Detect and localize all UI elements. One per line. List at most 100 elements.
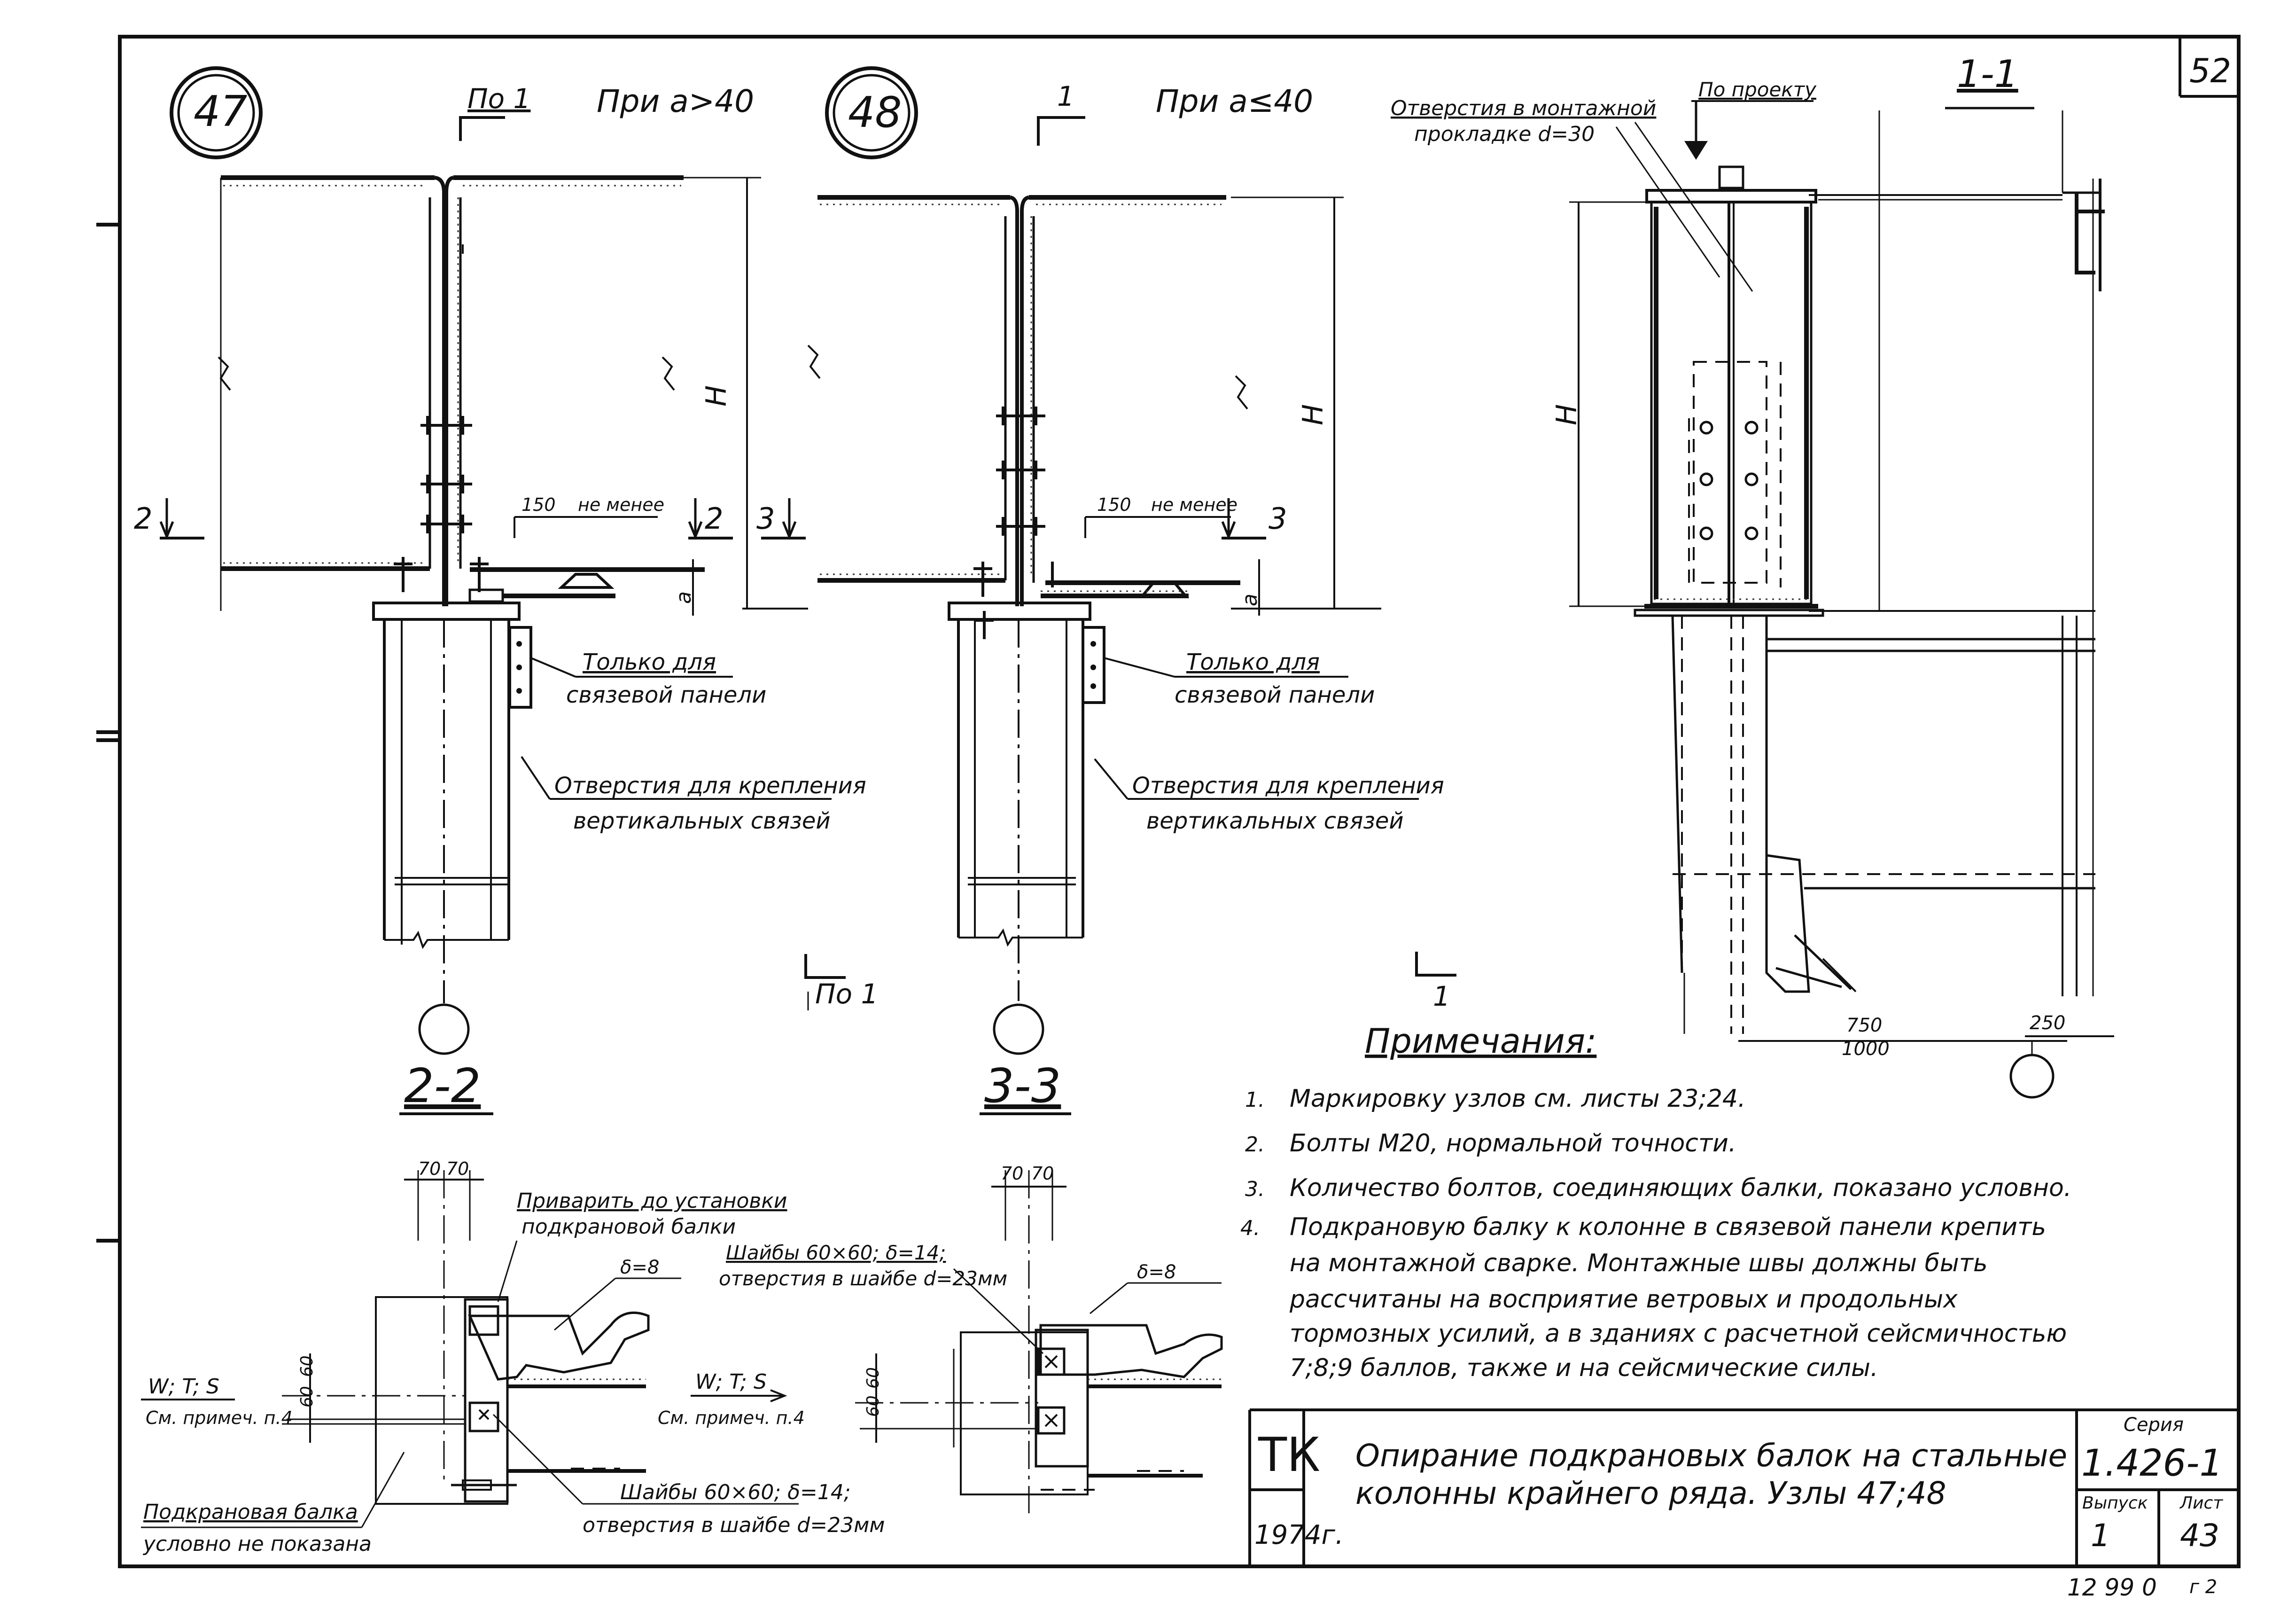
title-block-sheet-value: 43 bbox=[2180, 1517, 2219, 1554]
section-3-3-drawing: 3-3 70 70 Шайбы 60×60; δ=14; отверстия в… bbox=[719, 1058, 1223, 1513]
node-48-cut-label: 1 bbox=[1057, 80, 1074, 112]
section-2-2-drawing: 2-2 70 70 Приварить до установки подкран… bbox=[141, 1058, 885, 1556]
notes-block: Примечания: 1. Маркировку узлов см. лист… bbox=[1240, 1021, 2071, 1382]
note-3-text: Количество болтов, соединяющих балки, по… bbox=[1290, 1174, 2071, 1202]
node-48-dim-not-less: не менее bbox=[1151, 494, 1238, 515]
title-block-issue-label: Выпуск bbox=[2082, 1494, 2148, 1513]
note-4-line-2: на монтажной сварке. Монтажные швы должн… bbox=[1290, 1249, 1988, 1277]
node-48-note-connection-1: Только для bbox=[1186, 649, 1320, 675]
section-3-3-title: 3-3 bbox=[984, 1058, 1061, 1113]
node-48-condition: При a≤40 bbox=[1156, 83, 1313, 119]
node-47-drawing: 47 По 1 При a>40 bbox=[134, 66, 878, 1055]
notes-heading: Примечания: bbox=[1365, 1021, 1596, 1061]
note-2-text: Болты М20, нормальной точности. bbox=[1290, 1129, 1736, 1157]
section-3-3-dim-70b: 70 bbox=[1031, 1163, 1054, 1184]
node-48-dim-150: 150 bbox=[1097, 494, 1131, 515]
node-48-note-connection-2: связевой панели bbox=[1175, 682, 1375, 708]
section-2-2-see-note-right: См. примеч. п.4 bbox=[658, 1408, 805, 1428]
note-4-line-3: рассчитаны на восприятие ветровых и прод… bbox=[1289, 1285, 1958, 1314]
section-3-3-dim-60b: 60 bbox=[864, 1395, 883, 1417]
sheet-frame bbox=[96, 35, 2241, 1568]
section-2-2-loads-left: W; T; S bbox=[148, 1375, 219, 1399]
node-48-section-mark-right: 3 bbox=[1269, 501, 1287, 536]
section-1-1-dim-h: H bbox=[1550, 404, 1583, 425]
node-48-axis-circle bbox=[993, 1003, 1044, 1055]
note-1-text: Маркировку узлов см. листы 23;24. bbox=[1290, 1085, 1746, 1113]
footer-code: 12 99 0 bbox=[2067, 1574, 2157, 1601]
title-block-title-2: колонны крайнего ряда. Узлы 47;48 bbox=[1355, 1475, 1946, 1511]
node-47-note-connection-1: Только для bbox=[583, 649, 716, 675]
section-3-3-washers-2: отверстия в шайбе d=23мм bbox=[719, 1267, 1007, 1290]
footer-code-suffix: г 2 bbox=[2189, 1576, 2217, 1598]
section-2-2-delta: δ=8 bbox=[620, 1257, 659, 1278]
title-block-title-1: Опирание подкрановых балок на стальные bbox=[1355, 1438, 2067, 1474]
note-4-line-4: тормозных усилий, а в зданиях с расчетно… bbox=[1290, 1320, 2067, 1348]
node-47-note-connection-2: связевой панели bbox=[566, 682, 766, 708]
section-2-2-dim-70a: 70 bbox=[418, 1158, 441, 1179]
section-3-3-dim-70a: 70 bbox=[1001, 1163, 1023, 1184]
node-47-dim-150: 150 bbox=[521, 494, 556, 515]
node-48-dim-h: H bbox=[1297, 404, 1330, 425]
title-block-year: 1974г. bbox=[1254, 1520, 1344, 1550]
note-4-line-5: 7;8;9 баллов, также и на сейсмические си… bbox=[1290, 1354, 1878, 1382]
node-47-circle bbox=[170, 66, 263, 159]
node-47-condition: При a>40 bbox=[597, 83, 754, 119]
section-1-1-holes-note-2: прокладке d=30 bbox=[1414, 122, 1595, 146]
title-block-sheet-label: Лист bbox=[2179, 1494, 2223, 1513]
section-1-1-title: 1-1 bbox=[1957, 52, 2018, 96]
section-1-1-dim-1000: 1000 bbox=[1842, 1038, 1890, 1060]
node-47-axis-circle bbox=[418, 1003, 470, 1055]
section-2-2-weld-note-2: подкрановой балки bbox=[521, 1215, 736, 1239]
node-47-bolts bbox=[394, 416, 489, 592]
title-block-code: ТК bbox=[1258, 1427, 1320, 1482]
section-3-3-washers-1: Шайбы 60×60; δ=14; bbox=[726, 1241, 946, 1264]
section-2-2-crane-beam-1: Подкрановая балка bbox=[143, 1500, 358, 1524]
section-2-2-dim-60b: 60 bbox=[297, 1386, 317, 1408]
node-47-dim-h: H bbox=[700, 385, 733, 407]
node-47-note-holes-2: вертикальных связей bbox=[573, 808, 831, 834]
section-2-2-dim-60a: 60 bbox=[297, 1355, 317, 1377]
section-1-1-dim-250: 250 bbox=[2030, 1012, 2065, 1034]
section-1-1-axis-circle bbox=[2009, 1054, 2055, 1099]
node-47-dim-not-less: не менее bbox=[578, 494, 664, 515]
note-1-number: 1. bbox=[1245, 1088, 1265, 1112]
node-48-number: 48 bbox=[848, 88, 902, 137]
title-block-series-label: Серия bbox=[2124, 1414, 2184, 1436]
node-47-number: 47 bbox=[194, 87, 248, 136]
section-1-1-by-project: По проекту bbox=[1698, 78, 1817, 101]
node-47-cut-bottom: По 1 bbox=[815, 978, 878, 1010]
node-48-note-holes-1: Отверстия для крепления bbox=[1132, 773, 1444, 799]
section-1-1-dim-750: 750 bbox=[1846, 1015, 1882, 1036]
section-3-3-dim-60a: 60 bbox=[864, 1367, 883, 1389]
section-2-2-title: 2-2 bbox=[404, 1058, 481, 1113]
section-2-2-see-note-left: См. примеч. п.4 bbox=[146, 1408, 293, 1428]
section-2-2-crane-beam-2: условно не показана bbox=[142, 1532, 372, 1556]
section-2-2-loads-right: W; T; S bbox=[695, 1370, 767, 1394]
title-block-series-value: 1.426-1 bbox=[2081, 1442, 2223, 1485]
node-47-cut-label: По 1 bbox=[467, 83, 530, 115]
section-2-2-dim-70b: 70 bbox=[446, 1158, 469, 1179]
title-block: ТК 1974г. Опирание подкрановых балок на … bbox=[1248, 1408, 2239, 1566]
node-47-note-holes-1: Отверстия для крепления bbox=[554, 773, 866, 799]
section-2-2-weld-note-1: Приварить до установки bbox=[517, 1189, 787, 1213]
node-48-circle bbox=[825, 66, 918, 159]
note-3-number: 3. bbox=[1245, 1177, 1265, 1201]
note-2-number: 2. bbox=[1245, 1133, 1265, 1157]
section-1-1-holes-note-1: Отверстия в монтажной bbox=[1391, 96, 1656, 120]
sheet-number: 52 bbox=[2189, 52, 2231, 90]
node-48-note-holes-2: вертикальных связей bbox=[1146, 808, 1404, 834]
node-48-dim-a: a bbox=[1238, 594, 1262, 606]
section-3-3-delta: δ=8 bbox=[1137, 1261, 1176, 1283]
node-47-section-mark-right: 2 bbox=[705, 501, 723, 536]
section-1-1-drawing: 1-1 По проекту Отверстия в монтажной про… bbox=[1391, 52, 2114, 1099]
note-4-text: Подкрановую балку к колонне в связевой п… bbox=[1290, 1213, 2046, 1241]
section-2-2-washers-1: Шайбы 60×60; δ=14; bbox=[620, 1480, 851, 1504]
node-47-dim-a: a bbox=[672, 591, 696, 604]
section-1-1-bolts bbox=[1699, 421, 1759, 540]
node-48-section-mark-left: 3 bbox=[756, 501, 775, 536]
note-4-number: 4. bbox=[1240, 1216, 1260, 1240]
node-48-cut-bottom: 1 bbox=[1433, 980, 1450, 1012]
title-block-issue-value: 1 bbox=[2091, 1517, 2110, 1554]
node-48-drawing: 48 1 При a≤40 bbox=[756, 66, 1456, 1055]
